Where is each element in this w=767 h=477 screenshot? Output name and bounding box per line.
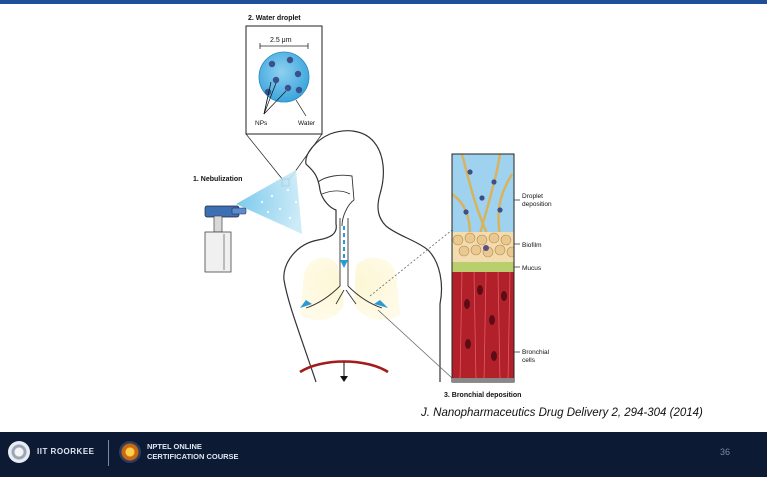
nptel-text: NPTEL ONLINE CERTIFICATION COURSE — [147, 442, 239, 462]
airway-flow-arrow — [340, 260, 348, 268]
iit-roorkee-logo — [8, 441, 30, 463]
mucus-layer — [452, 262, 514, 272]
slide-area: 2. Water droplet 2.5 μm NPs Water 1. Neb… — [0, 4, 767, 432]
lungs — [300, 258, 400, 321]
citation: J. Nanopharmaceutics Drug Delivery 2, 29… — [421, 407, 703, 419]
nptel-logo — [119, 441, 141, 463]
bronchial-cells-label: Bronchial cells — [522, 349, 551, 364]
droplet-deposition-label: Droplet deposition — [522, 193, 552, 208]
body-outline — [284, 131, 442, 382]
nps-label: NPs — [255, 120, 268, 127]
nebulizer-tip — [232, 208, 246, 214]
iit-roorkee-text: IIT ROORKEE — [37, 447, 95, 456]
bronchial-deposition-label: 3. Bronchial deposition — [444, 392, 521, 399]
biofilm-particle — [483, 245, 489, 251]
page-number: 36 — [720, 447, 730, 457]
mouth-airway — [322, 191, 350, 194]
nebulizer-stem — [214, 216, 222, 232]
nebulizer-reservoir — [205, 232, 231, 272]
bronchial-cross-section — [452, 154, 517, 382]
aerosol-spray — [236, 170, 302, 234]
zoom-line-left — [246, 134, 283, 180]
water-droplet-title: 2. Water droplet — [248, 15, 301, 22]
droplet-size-label: 2.5 μm — [270, 37, 292, 44]
biofilm-label: Biofilm — [522, 242, 542, 249]
mucus-label: Mucus — [522, 265, 542, 272]
nebulization-label: 1. Nebulization — [193, 176, 242, 183]
footer-separator — [108, 440, 109, 466]
nptel-line-1: NPTEL ONLINE — [147, 442, 239, 452]
basement-membrane — [452, 378, 514, 382]
footer-bar: IIT ROORKEE NPTEL ONLINE CERTIFICATION C… — [0, 432, 767, 477]
nptel-line-2: CERTIFICATION COURSE — [147, 452, 239, 462]
diaphragm-arrow-head — [340, 376, 348, 382]
water-label: Water — [298, 120, 316, 127]
zoom-line-lower — [378, 310, 452, 378]
nebulization-diagram: 2. Water droplet 2.5 μm NPs Water 1. Neb… — [0, 4, 767, 432]
